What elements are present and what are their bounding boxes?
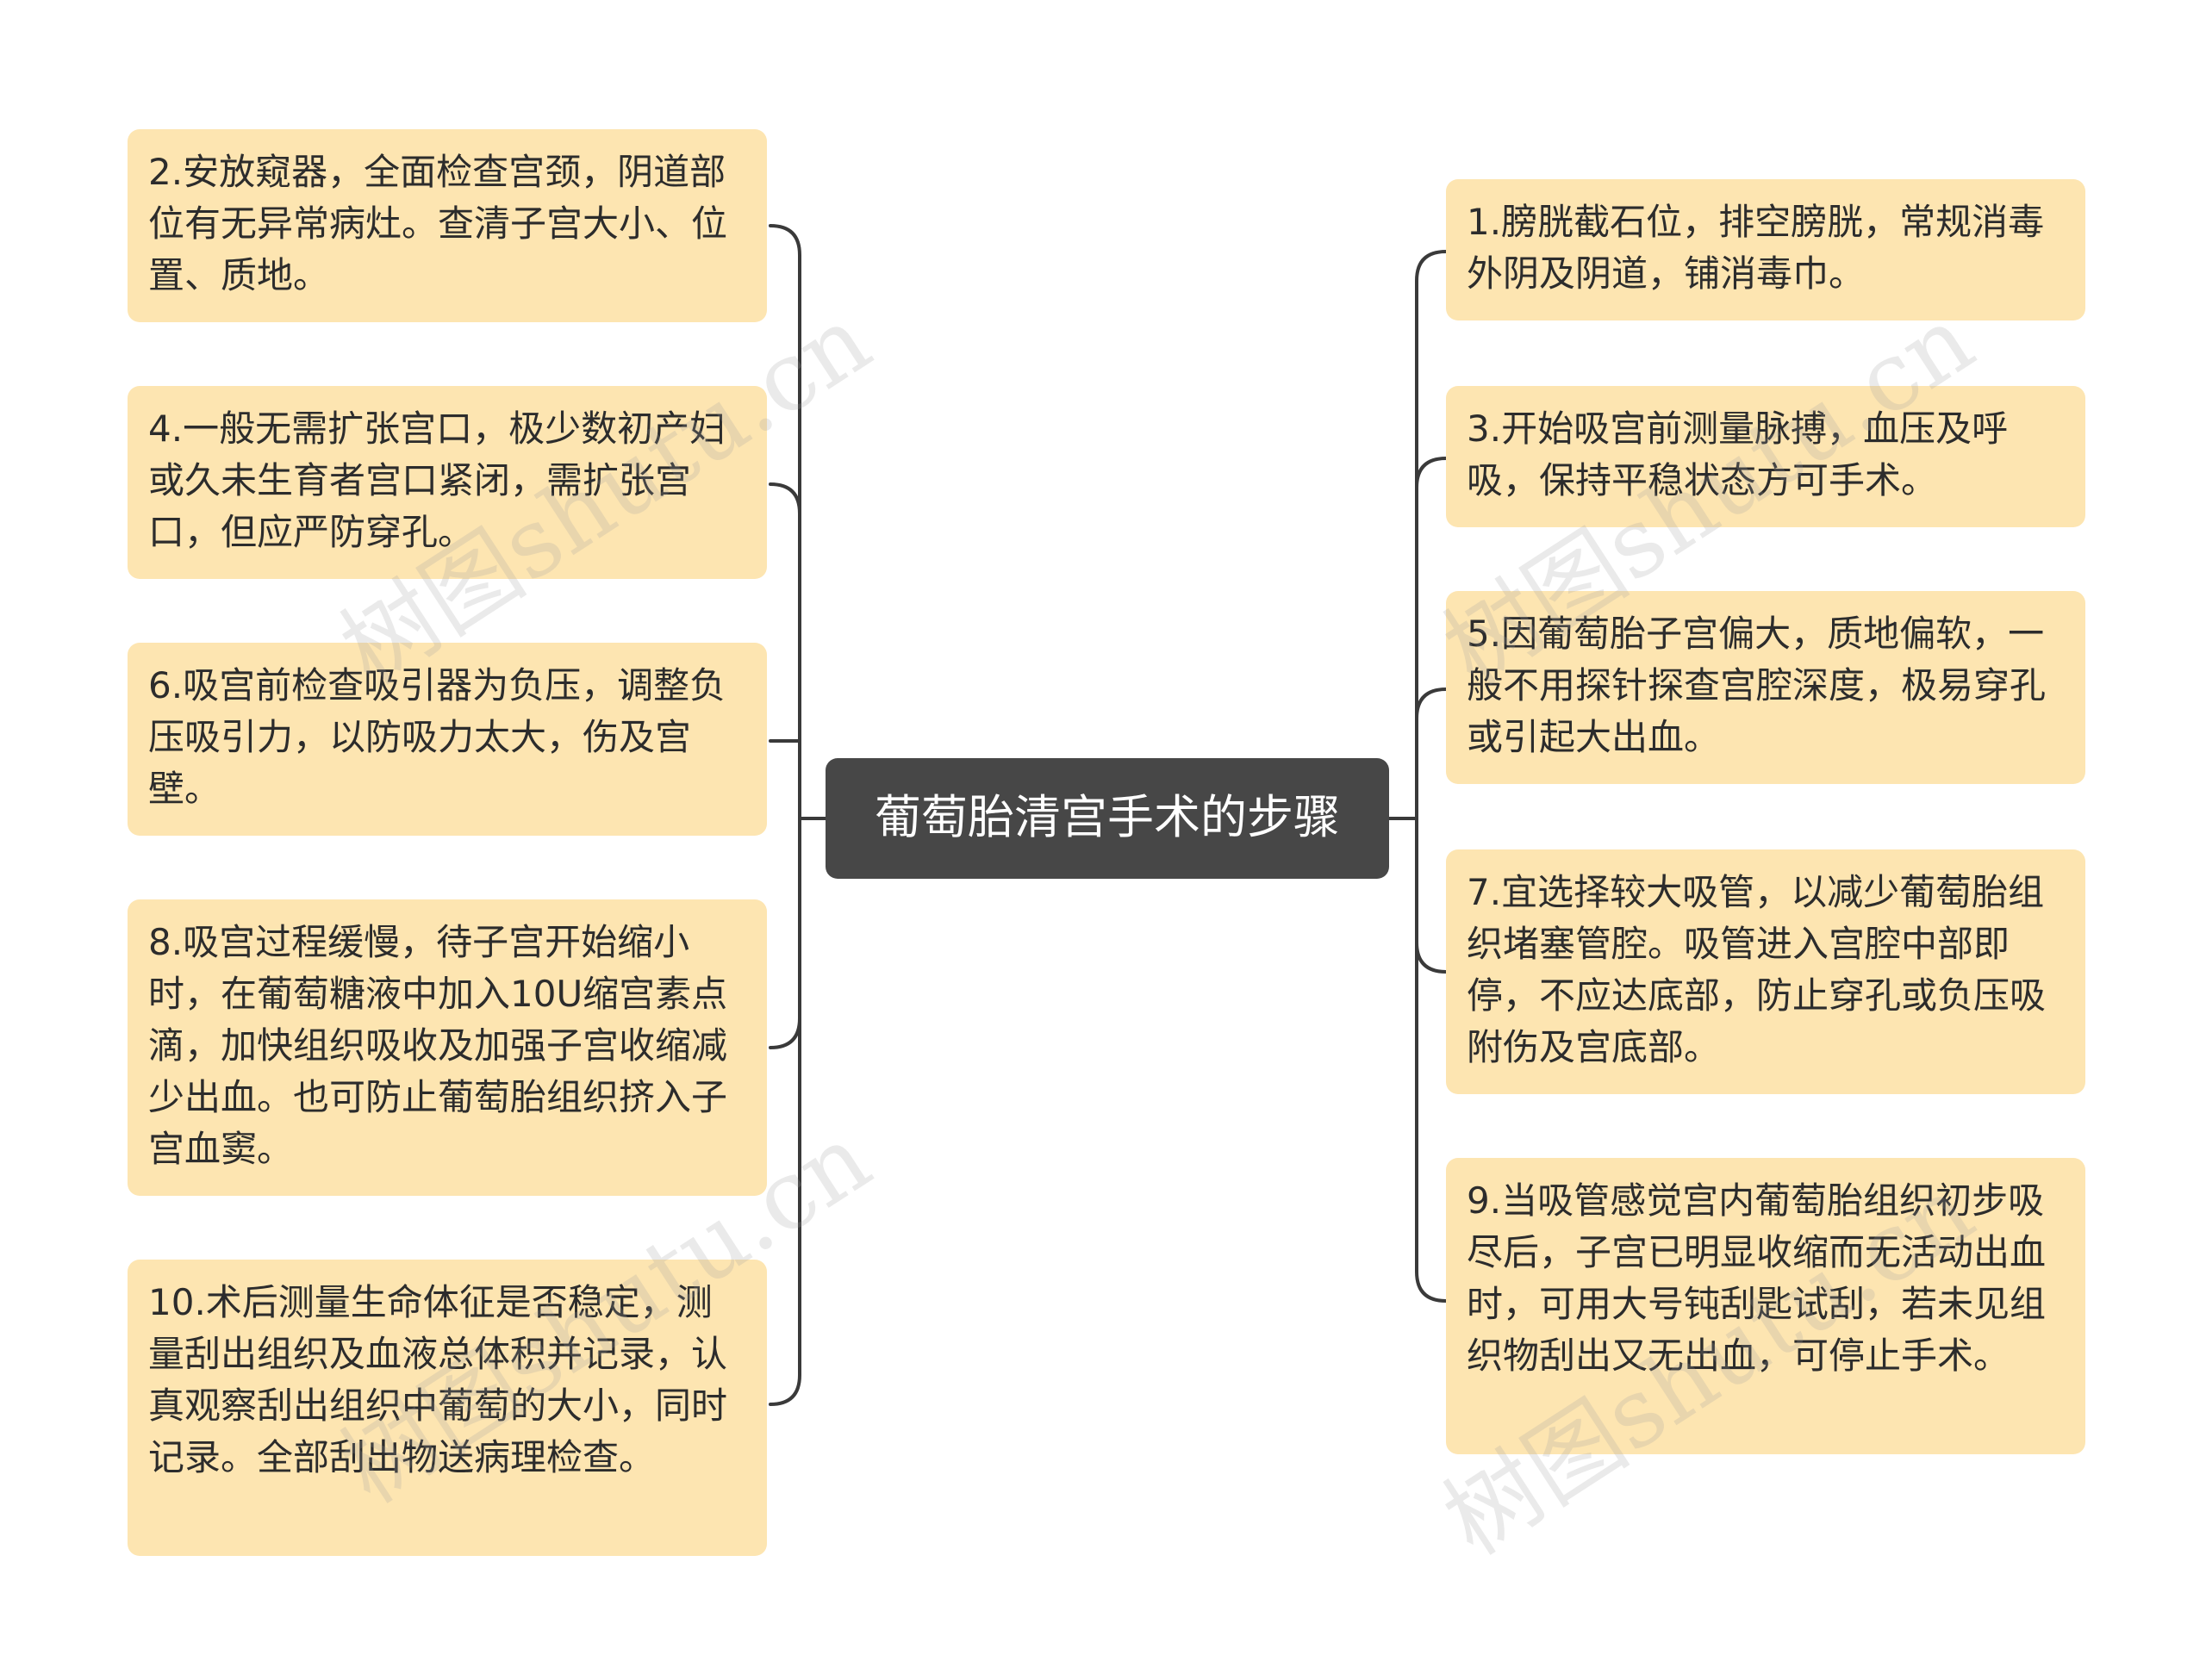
connector-left-branch-4 bbox=[769, 1017, 801, 1049]
step-node-7[interactable]: 7.宜选择较大吸管，以减少葡萄胎组织堵塞管腔。吸管进入宫腔中部即停，不应达底部，… bbox=[1446, 849, 2085, 1094]
step-node-4[interactable]: 4.一般无需扩张宫口，极少数初产妇或久未生育者宫口紧闭，需扩张宫口，但应严防穿孔… bbox=[128, 386, 767, 579]
center-topic[interactable]: 葡萄胎清宫手术的步骤 bbox=[826, 758, 1389, 879]
connector-right-trunk bbox=[1415, 250, 1448, 1303]
step-node-8[interactable]: 8.吸宫过程缓慢，待子宫开始缩小时，在葡萄糖液中加入10U缩宫素点滴，加快组织吸… bbox=[128, 899, 767, 1196]
step-node-10[interactable]: 10.术后测量生命体征是否稳定，测量刮出组织及血液总体积并记录，认真观察刮出组织… bbox=[128, 1260, 767, 1556]
step-node-3[interactable]: 3.开始吸宫前测量脉搏，血压及呼吸，保持平稳状态方可手术。 bbox=[1446, 386, 2085, 527]
step-node-9[interactable]: 9.当吸管感觉宫内葡萄胎组织初步吸尽后，子宫已明显收缩而无活动出血时，可用大号钝… bbox=[1446, 1158, 2085, 1454]
step-node-6[interactable]: 6.吸宫前检查吸引器为负压，调整负压吸引力，以防吸力太大，伤及宫壁。 bbox=[128, 643, 767, 836]
connector-left-trunk bbox=[769, 224, 801, 1406]
connector-right-branch-3 bbox=[1415, 688, 1448, 720]
step-node-1[interactable]: 1.膀胱截石位，排空膀胱，常规消毒外阴及阴道，铺消毒巾。 bbox=[1446, 179, 2085, 320]
step-node-2[interactable]: 2.安放窥器，全面检查宫颈，阴道部位有无异常病灶。查清子宫大小、位置、质地。 bbox=[128, 129, 767, 322]
connector-left-branch-2 bbox=[769, 482, 801, 515]
step-node-5[interactable]: 5.因葡萄胎子宫偏大，质地偏软，一般不用探针探查宫腔深度，极易穿孔或引起大出血。 bbox=[1446, 591, 2085, 784]
connector-right-branch-2 bbox=[1415, 457, 1448, 489]
connector-right-branch-4 bbox=[1415, 941, 1448, 974]
